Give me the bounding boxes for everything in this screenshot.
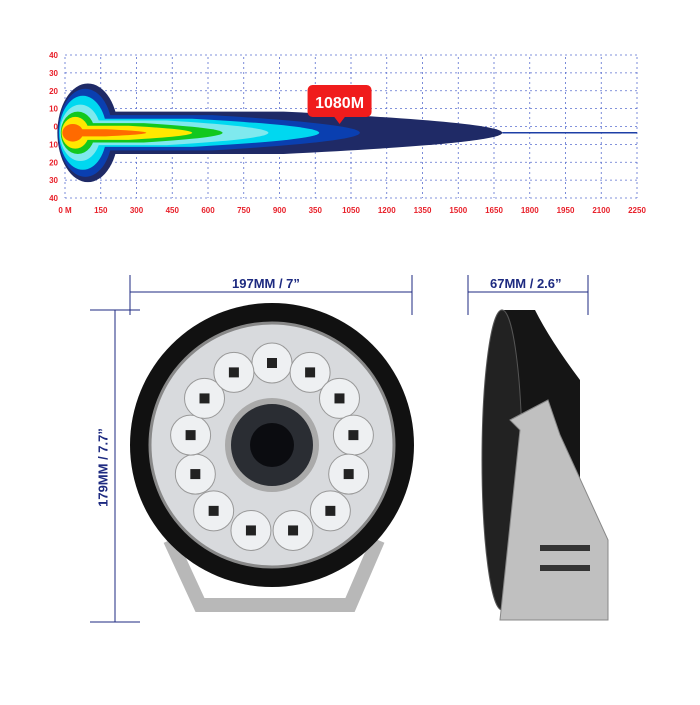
- led-chip: [199, 393, 210, 404]
- led-chip: [305, 367, 316, 378]
- led-chip: [228, 367, 239, 378]
- x-tick-label: 1650: [485, 206, 503, 215]
- x-tick-label: 300: [130, 206, 144, 215]
- x-tick-label: 600: [201, 206, 215, 215]
- x-tick-label: 2250: [628, 206, 646, 215]
- led-chip: [208, 505, 219, 516]
- y-tick-label: 10: [49, 140, 58, 149]
- led-chip: [245, 525, 256, 536]
- x-tick-label: 1350: [414, 206, 432, 215]
- annotation-box: [307, 85, 372, 117]
- y-tick-label: 20: [49, 158, 58, 167]
- x-tick-label: 450: [166, 206, 180, 215]
- y-tick-label: 30: [49, 69, 58, 78]
- side-view: 67MM / 2.6”: [460, 260, 700, 700]
- beam-throw-orange: [65, 129, 147, 137]
- y-tick-label: 40: [49, 51, 58, 60]
- x-tick-label: 750: [237, 206, 251, 215]
- led-chip: [288, 525, 299, 536]
- led-chip: [325, 505, 336, 516]
- depth-dimension: 67MM / 2.6”: [490, 276, 562, 291]
- lamp-front-image: [90, 275, 414, 623]
- x-tick-label: 150: [94, 206, 108, 215]
- x-tick-label: 1500: [449, 206, 467, 215]
- front-view: 197MM / 7” 179MM / 7.7”: [0, 260, 440, 700]
- x-tick-label: 900: [273, 206, 287, 215]
- x-tick-label: 1050: [342, 206, 360, 215]
- led-chip: [343, 469, 354, 480]
- y-tick-label: 10: [49, 105, 58, 114]
- x-tick-label: 1950: [557, 206, 575, 215]
- x-tick-label: 0 M: [58, 206, 72, 215]
- annotation-pointer: [333, 116, 346, 124]
- height-dimension: 179MM / 7.7”: [95, 428, 111, 507]
- y-tick-label: 30: [49, 176, 58, 185]
- x-tick-label: 350: [309, 206, 323, 215]
- led-chip: [348, 430, 359, 441]
- led-chip: [334, 393, 345, 404]
- y-tick-label: 40: [49, 194, 58, 203]
- x-tick-label: 1800: [521, 206, 539, 215]
- x-tick-label: 2100: [592, 206, 610, 215]
- y-tick-label: 0: [54, 123, 59, 132]
- width-dimension: 197MM / 7”: [232, 276, 300, 291]
- led-chip: [190, 469, 201, 480]
- led-chip: [185, 430, 196, 441]
- x-tick-label: 1200: [378, 206, 396, 215]
- led-chip: [267, 358, 277, 368]
- lamp-side-image: [467, 275, 609, 621]
- annotation-label: 1080M: [315, 95, 364, 112]
- y-tick-label: 20: [49, 87, 58, 96]
